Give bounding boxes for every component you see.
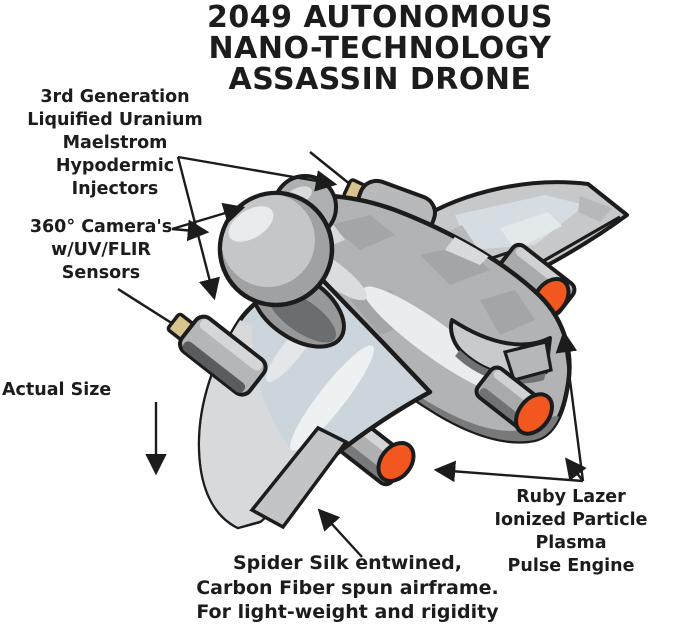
injector-left	[117, 287, 268, 397]
engine-nozzle-bottom	[376, 441, 416, 483]
arrow-camera-small-dome	[171, 202, 246, 231]
arrow-engine-middle	[564, 457, 587, 482]
label-actual-size: Actual Size	[2, 380, 112, 400]
tail-strake-flap	[502, 340, 553, 382]
arrow-airframe	[317, 508, 363, 558]
arrow-injectors-top	[177, 155, 338, 192]
arrow-engine-top	[555, 330, 585, 482]
label-360-cameras: 360° Camera's w/UV/FLIR Sensors	[29, 217, 173, 283]
diagram-title: 2049 AUTONOMOUS NANO-TECHNOLOGY ASSASSIN…	[207, 0, 553, 97]
engine-middle	[474, 365, 554, 436]
engine-nozzle-middle	[514, 392, 554, 436]
annotation-arrows	[145, 155, 587, 558]
arrow-engine-bottom	[433, 460, 584, 483]
injector-body	[178, 314, 268, 397]
tail-strake	[449, 318, 553, 384]
label-hypodermic-injectors: 3rd Generation Liquified Uranium Maelstr…	[27, 87, 203, 199]
arrow-camera-large-dome	[171, 219, 210, 242]
label-airframe: Spider Silk entwined, Carbon Fiber spun …	[196, 552, 499, 623]
left-wing-flap	[249, 425, 349, 530]
label-pulse-engine: Ruby Lazer Ionized Particle Plasma Pulse…	[494, 487, 648, 576]
